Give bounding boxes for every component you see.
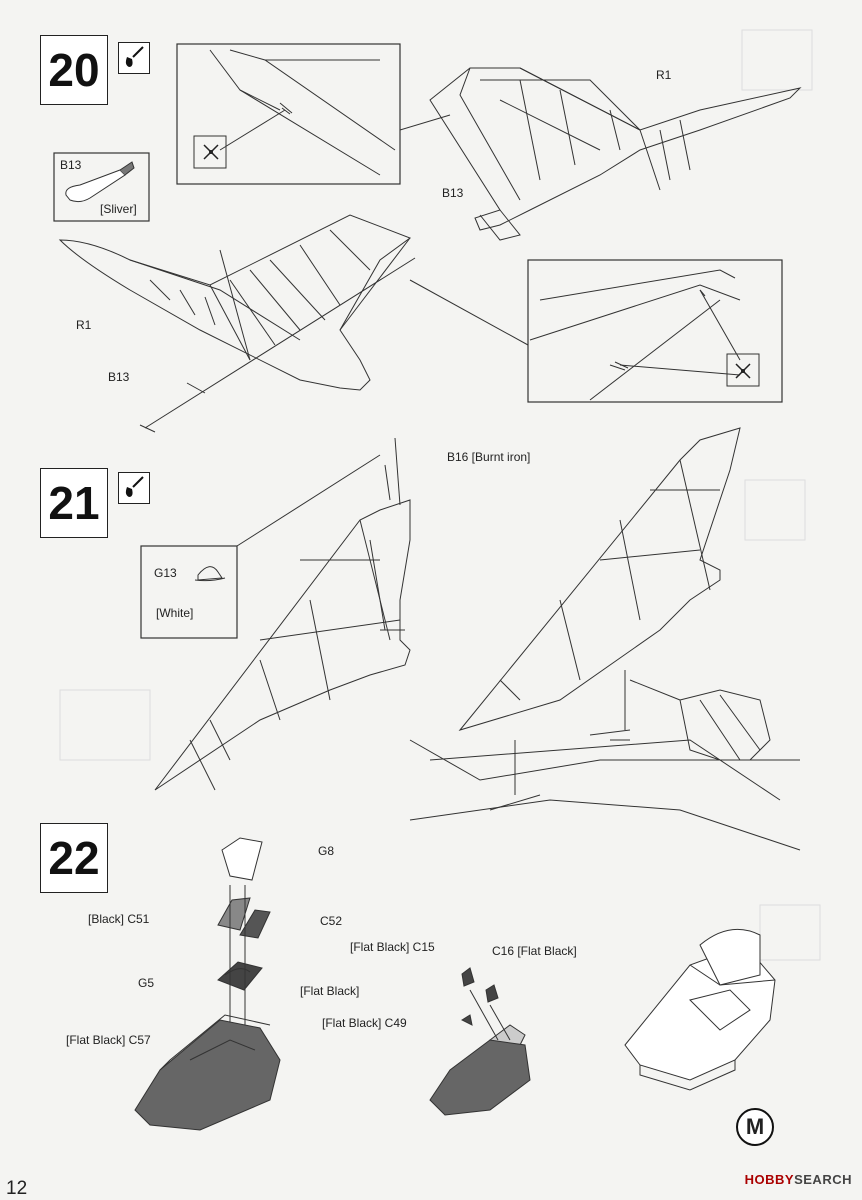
guide-line [144,257,416,429]
part-label-c16: C16 [Flat Black] [492,944,577,958]
callout-part-label: B13 [60,158,82,172]
callout-b13 [53,152,150,222]
nipper-icon [200,141,222,163]
fin-r1-left [58,214,412,391]
callout-paint-label: [Sliver] [100,202,137,216]
part-label-b16: B16 [Burnt iron] [447,450,531,464]
glue-drop-icon [118,472,150,504]
part-label-c57: [Flat Black] C57 [66,1033,151,1047]
part-label-c15: [Flat Black] C15 [350,940,435,954]
part-label-r1: R1 [656,68,672,82]
fin-21-right [409,427,801,851]
part-label-c49: [Flat Black] C49 [322,1016,407,1030]
seat-assembly [134,837,281,1131]
part-label-c51: [Black] C51 [88,912,150,926]
glue-drop-icon [118,42,150,74]
inset-top [176,43,401,185]
watermark: HOBBYSEARCH [745,1172,852,1187]
part-label-g8: G8 [318,844,335,858]
part-label-b13: B13 [108,370,130,384]
step-20-number: 20 [40,35,108,105]
inset-right [527,259,783,403]
seat-middle [429,967,531,1116]
marking-badge: M [736,1108,774,1146]
paint-label-g5: [Flat Black] [300,984,360,998]
part-label-c52: C52 [320,914,343,928]
part-label-g5: G5 [138,976,155,990]
step-21-number: 21 [40,468,108,538]
page-number: 12 [6,1178,28,1199]
step-22-number: 22 [40,823,108,893]
part-label-b13: B13 [442,186,464,200]
fin-21-left [154,499,411,791]
watermark-search: SEARCH [794,1172,852,1187]
seat-complete [624,928,776,1091]
part-label-r1: R1 [76,318,92,332]
watermark-brand: HOBBY [744,1172,795,1187]
fin-r1-top [429,67,802,241]
callout-part-label: G13 [154,566,177,580]
nipper-icon [732,360,754,382]
callout-paint-label: [White] [156,606,194,620]
callout-g13 [140,545,238,639]
